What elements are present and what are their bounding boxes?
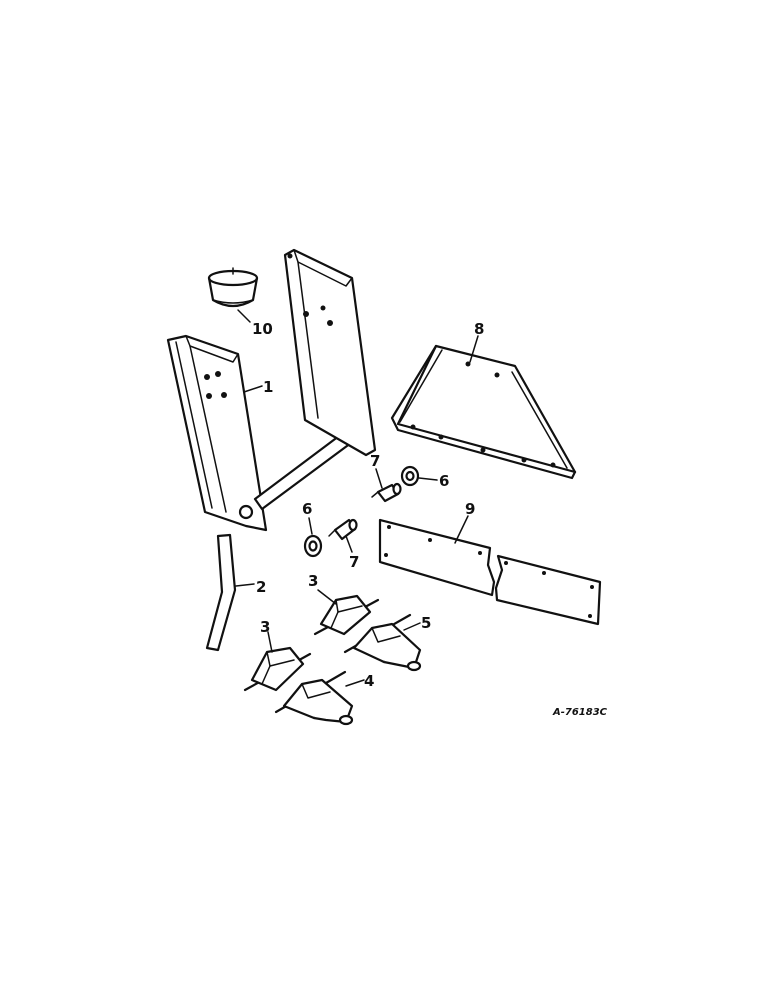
leader-10 bbox=[237, 309, 251, 323]
leader-lines bbox=[235, 309, 479, 687]
leader-7-lower bbox=[345, 535, 353, 553]
leader-9 bbox=[454, 515, 469, 544]
part-7-bolt-upper bbox=[371, 482, 402, 503]
callout-2: 2 bbox=[256, 578, 266, 596]
callout-10: 10 bbox=[252, 320, 273, 338]
callout-labels: 1 2 3 3 4 5 6 6 7 7 8 9 10 bbox=[252, 320, 484, 690]
leader-6-left bbox=[308, 517, 313, 535]
leader-5 bbox=[403, 622, 421, 631]
callout-8: 8 bbox=[474, 320, 484, 338]
leader-8 bbox=[469, 335, 479, 363]
leader-1 bbox=[243, 385, 263, 393]
part-5-mount bbox=[343, 613, 422, 672]
callout-3-lower: 3 bbox=[260, 618, 270, 636]
leader-4 bbox=[345, 679, 365, 687]
callout-7-lower: 7 bbox=[349, 553, 359, 571]
callout-6-left: 6 bbox=[302, 500, 312, 518]
right-plate bbox=[283, 248, 377, 457]
part-1-channel bbox=[166, 334, 268, 532]
part-7-bolt-lower bbox=[328, 518, 358, 541]
part-2-rod bbox=[205, 533, 237, 652]
leader-7-upper bbox=[375, 468, 383, 489]
leader-2 bbox=[235, 583, 255, 587]
callout-7-upper: 7 bbox=[370, 452, 380, 470]
part-6-washer-left bbox=[303, 534, 323, 558]
part-3-bracket-lower bbox=[243, 646, 312, 692]
part-9-plate bbox=[378, 518, 602, 626]
callout-5: 5 bbox=[421, 614, 431, 632]
leader-6-right bbox=[418, 477, 438, 481]
part-8-support bbox=[390, 344, 577, 480]
callout-4: 4 bbox=[364, 672, 374, 690]
drawing-number: A-76183C bbox=[552, 707, 608, 718]
callout-6-right: 6 bbox=[439, 472, 449, 490]
leader-3-upper bbox=[317, 589, 337, 605]
part-3-bracket-upper bbox=[313, 594, 380, 636]
part-10-cup bbox=[207, 267, 259, 308]
callout-1: 1 bbox=[263, 378, 273, 396]
part-4-mount bbox=[274, 670, 354, 726]
leader-3-lower bbox=[267, 631, 273, 653]
callout-9: 9 bbox=[465, 500, 475, 518]
callout-3-upper: 3 bbox=[308, 572, 318, 590]
part-6-washer-right bbox=[400, 465, 420, 487]
